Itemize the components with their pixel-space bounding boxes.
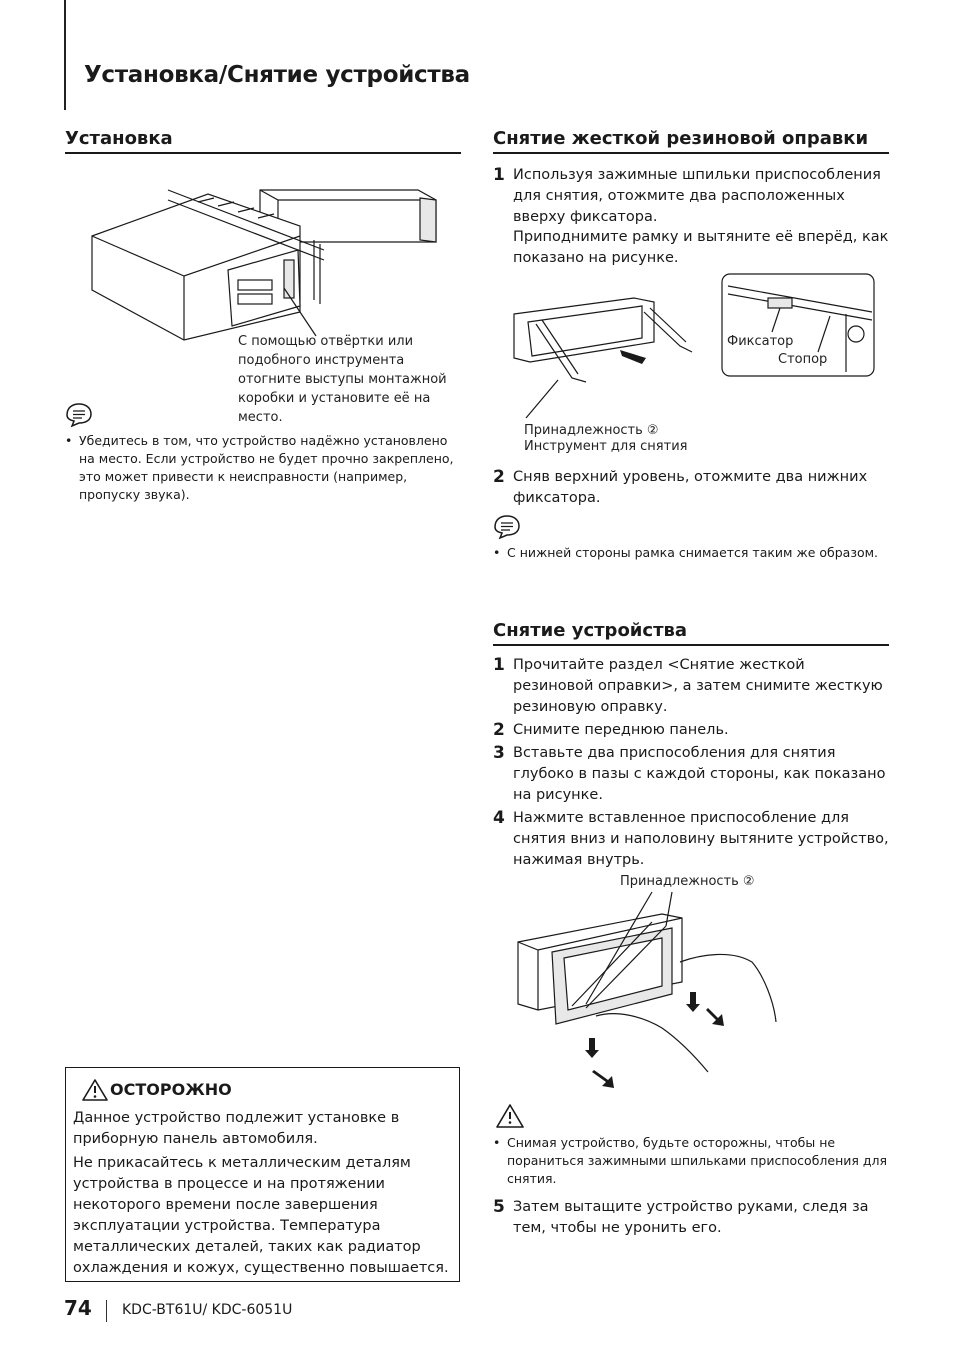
frame-step-2: 2 Сняв верхний уровень, отожмите два ниж… — [493, 467, 889, 509]
latch-label: Фиксатор — [727, 334, 794, 349]
install-heading: Установка — [65, 128, 461, 154]
install-illustration — [91, 189, 437, 341]
unit-step-4: 4 Нажмите вставленное приспособление для… — [493, 808, 889, 870]
unit-step-3: 3 Вставьте два приспособления для снятия… — [493, 743, 889, 805]
step-text: Снимите переднюю панель. — [513, 722, 729, 738]
stopper-label: Стопор — [778, 352, 828, 367]
step-text: Нажмите вставленное приспособление для с… — [513, 810, 889, 868]
frame-removal-illustration — [513, 273, 875, 419]
install-callout: С помощью отвёртки или подобного инструм… — [238, 334, 447, 425]
install-note-text: Убедитесь в том, что устройство надёжно … — [79, 433, 454, 502]
step-text: Вставьте два приспособления для снятия г… — [513, 745, 886, 803]
caution-text-2: Не прикасайтесь к металлическим деталям … — [73, 1155, 449, 1276]
step-number: 2 — [493, 720, 505, 740]
frame-removal-heading: Снятие жесткой резиновой оправки — [493, 128, 889, 154]
unit-step-2: 2 Снимите переднюю панель. — [493, 720, 889, 741]
accessory-label: Принадлежность ② — [524, 423, 659, 438]
frame-note-text: С нижней стороны рамка снимается таким ж… — [507, 545, 879, 560]
note-icon — [66, 403, 92, 428]
tool-label: Инструмент для снятия — [524, 439, 688, 454]
unit-removal-heading: Снятие устройства — [493, 620, 889, 646]
step-text: Прочитайте раздел <Снятие жесткой резино… — [513, 657, 883, 715]
footer-divider — [106, 1300, 107, 1322]
unit-step-5: 5 Затем вытащите устройство руками, след… — [493, 1197, 889, 1239]
step-text: Используя зажимные шпильки приспособлени… — [513, 167, 881, 225]
warning-icon — [82, 1079, 108, 1101]
step-number: 1 — [493, 165, 505, 185]
unit-step-1: 1 Прочитайте раздел <Снятие жесткой рези… — [493, 655, 889, 717]
page-number: 74 — [64, 1296, 92, 1320]
caution-title: ОСТОРОЖНО — [110, 1080, 232, 1099]
frame-step-1: 1 Используя зажимные шпильки приспособле… — [493, 165, 889, 270]
warning-icon — [496, 1104, 524, 1128]
step-number: 1 — [493, 655, 505, 675]
step-text: Сняв верхний уровень, отожмите два нижни… — [513, 469, 868, 506]
step-number: 5 — [493, 1197, 505, 1217]
step-text: Затем вытащите устройство руками, следя … — [513, 1199, 869, 1236]
step-number: 2 — [493, 467, 505, 487]
page-title: Установка/Снятие устройства — [84, 62, 470, 88]
unit-removal-illustration — [517, 891, 777, 1088]
caution-box: ОСТОРОЖНО Данное устройство подлежит уст… — [65, 1067, 460, 1282]
unit-warning-text: Снимая устройство, будьте осторожны, что… — [507, 1135, 888, 1186]
step-number: 4 — [493, 808, 505, 828]
step-text-continued: Приподнимите рамку и вытяните её вперёд,… — [513, 229, 889, 266]
note-icon — [494, 515, 520, 540]
caution-text-1: Данное устройство подлежит установке в п… — [73, 1110, 400, 1147]
top-rule — [64, 0, 66, 110]
step-number: 3 — [493, 743, 505, 763]
model-name: KDC-BT61U/ KDC-6051U — [122, 1302, 293, 1318]
unit-accessory-label: Принадлежность ② — [620, 874, 755, 889]
